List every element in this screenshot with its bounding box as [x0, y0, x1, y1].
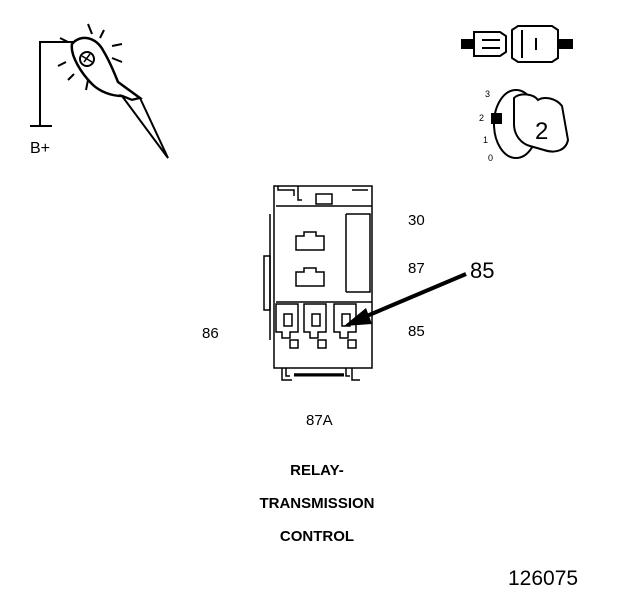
- terminal-87-label: 87: [408, 260, 425, 277]
- terminal-30-slot: [295, 231, 325, 251]
- title-line-3: CONTROL: [279, 528, 355, 545]
- terminal-30-label: 30: [408, 212, 425, 229]
- supply-label-b-plus: B+: [30, 140, 51, 157]
- relay-left-latch: [263, 255, 271, 311]
- relay-top-notch: [315, 193, 333, 205]
- terminal-86-slot: [275, 303, 299, 339]
- light-rays-icon: [57, 23, 123, 91]
- title-line-1: RELAY-: [290, 462, 344, 479]
- probe-body-icon: [70, 36, 143, 102]
- terminal-87-slot: [295, 267, 325, 287]
- probe-lamp-icon: [79, 51, 95, 67]
- ignition-switch-icon: [491, 89, 570, 159]
- ignition-key-icon: [461, 25, 573, 63]
- switch-selected-position: 2: [535, 118, 548, 145]
- switch-position-2-label: 2: [479, 113, 484, 123]
- test-light-probe: [30, 23, 169, 159]
- probe-lead-wire: [30, 41, 74, 127]
- figure-number: 126075: [508, 567, 579, 590]
- relay-socket: [263, 185, 373, 381]
- terminal-86-label: 86: [202, 325, 219, 342]
- terminal-87a-label: 87A: [306, 412, 333, 429]
- callout-label-85: 85: [470, 258, 495, 283]
- probe-tip-icon: [119, 93, 169, 159]
- switch-position-3-label: 3: [485, 89, 490, 99]
- terminal-85-slot: [333, 303, 357, 339]
- title-line-2: TRANSMISSION: [259, 495, 375, 512]
- switch-position-0-label: 0: [488, 153, 493, 163]
- terminal-85-label: 85: [408, 323, 425, 340]
- relay-housing-outline: [273, 185, 373, 369]
- callout-arrow-85: [344, 272, 467, 326]
- switch-position-1-label: 1: [483, 135, 488, 145]
- terminal-87a-slot: [303, 303, 327, 339]
